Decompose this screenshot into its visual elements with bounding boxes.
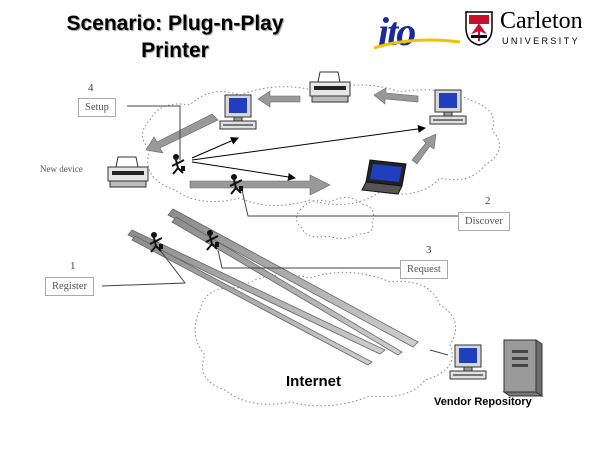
probe-arrow-laptop [191, 161, 296, 181]
setup-arrow [145, 113, 219, 154]
step-4-setup-label: Setup [78, 98, 116, 117]
vendor-computer-icon [449, 344, 487, 380]
carleton-shield-icon [465, 11, 493, 46]
pc-to-printer-arrow [373, 87, 419, 105]
internet-label: Internet [286, 373, 342, 390]
setup-connector [127, 105, 181, 160]
carleton-subtitle: UNIVERSITY [502, 36, 581, 46]
printer-to-computer-arrow [257, 90, 301, 108]
ito-logo: ito [373, 8, 461, 55]
laptop-to-pc-arrow [411, 133, 437, 165]
step-3-number: 3 [426, 244, 432, 256]
vendor-server-icon [502, 339, 544, 397]
title-line-1: Scenario: Plug-n-Play [66, 12, 284, 35]
register-beam [127, 229, 386, 355]
step-4-number: 4 [88, 82, 94, 94]
new-device-printer-icon [107, 156, 149, 188]
step-1-register-label: Register [45, 277, 94, 296]
request-connector [217, 249, 400, 269]
step-3-request-label: Request [400, 260, 448, 279]
request-beam [167, 208, 419, 348]
request-beam-lower [171, 216, 403, 356]
discover-arrow [189, 174, 331, 196]
probe-arrow-workstation [191, 137, 239, 159]
step-2-discover-label: Discover [458, 212, 510, 231]
workstation-computer-icon [219, 94, 257, 130]
discover-cloud [296, 197, 375, 240]
ito-swoosh-icon [373, 38, 461, 50]
probe-arrow-pc [191, 124, 426, 161]
local-network-cloud [142, 84, 500, 207]
page-title: Scenario: Plug-n-Play Printer [40, 10, 310, 64]
laptop-icon [361, 159, 407, 195]
register-connector [101, 249, 186, 287]
vendor-repository-label: Vendor Repository [434, 396, 532, 408]
carleton-name: Carleton [500, 8, 583, 34]
desktop-pc-icon [429, 89, 467, 125]
setup-agent-icon [171, 153, 186, 175]
new-device-label: New device [40, 164, 83, 174]
discover-connector [241, 189, 458, 217]
network-printer-icon [309, 71, 351, 103]
step-2-number: 2 [485, 195, 491, 207]
register-beam-lower [131, 235, 373, 366]
title-line-2: Printer [141, 39, 209, 62]
vendor-connector [429, 349, 449, 356]
step-1-number: 1 [70, 260, 76, 272]
